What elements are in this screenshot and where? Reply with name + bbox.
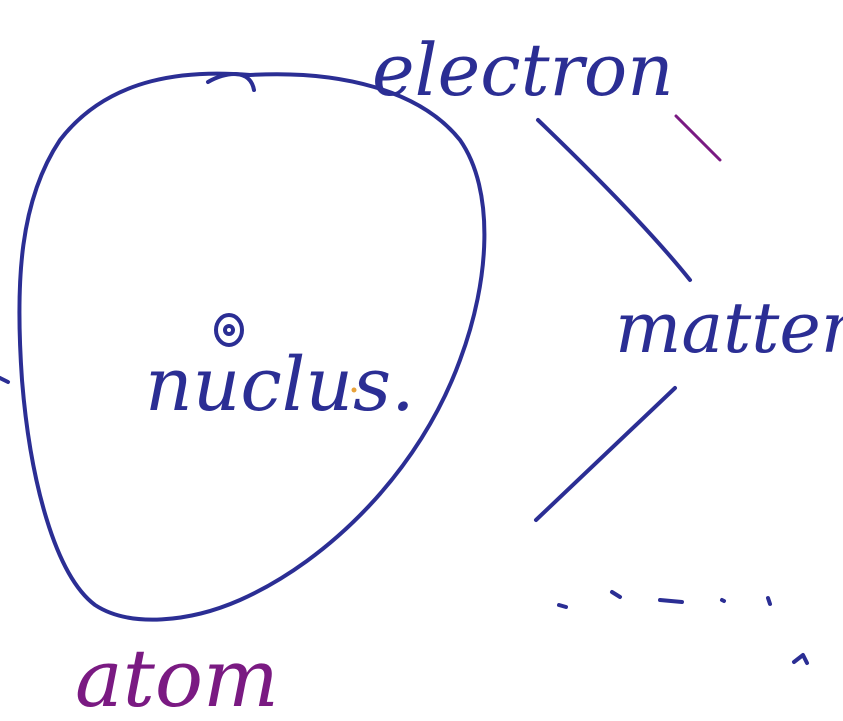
orange-speck (351, 387, 357, 393)
label-atom: atom (75, 632, 279, 721)
atom-outline (17, 71, 487, 622)
dashed-line (557, 590, 772, 609)
purple-stroke-mark (674, 114, 722, 162)
label-matter: matter (615, 287, 843, 369)
electron-mark (206, 71, 256, 92)
line-matter-to-electron (536, 118, 692, 282)
stray-mark-left (0, 376, 10, 384)
nucleus-icon (214, 313, 244, 347)
small-triangle-mark (792, 653, 809, 665)
label-nucleus: nuclus. (145, 342, 415, 428)
label-electron: electron (372, 28, 674, 112)
line-matter-to-below (534, 386, 677, 522)
